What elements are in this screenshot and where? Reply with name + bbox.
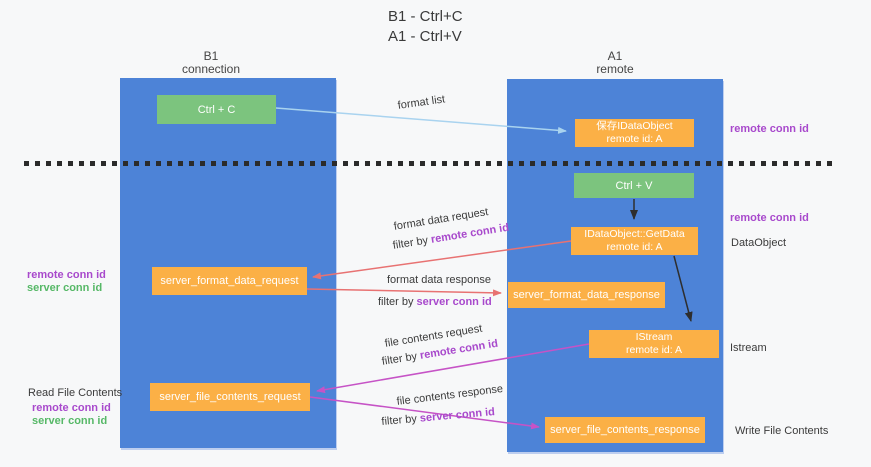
node-save-idataobject: 保存IDataObject remote id: A <box>575 119 694 147</box>
edge-label-file-contents-response: file contents response <box>396 382 504 408</box>
node-server-format-data-request: server_format_data_request <box>152 267 307 295</box>
node-server-file-contents-response: server_file_contents_response <box>545 417 705 443</box>
node-server-format-data-response: server_format_data_response <box>508 282 665 308</box>
side-label-remote-conn-id-top: remote conn id <box>730 123 809 135</box>
title-line-2: A1 - Ctrl+V <box>388 28 462 45</box>
node-getdata-line2: remote id: A <box>606 241 663 253</box>
remote-conn-id-label: remote conn id <box>32 402 111 414</box>
edge-label-format-list: format list <box>397 93 446 112</box>
side-label-conn-ids-format: remote conn id server conn id <box>27 269 106 295</box>
node-server-file-contents-response-label: server_file_contents_response <box>550 423 700 436</box>
node-server-file-contents-request: server_file_contents_request <box>150 383 310 411</box>
server-conn-id-text: server conn id <box>419 406 496 425</box>
title-line-1: B1 - Ctrl+C <box>388 8 463 25</box>
filter-by-text: filter by <box>381 350 418 368</box>
filter-by-text: filter by <box>381 412 418 428</box>
node-server-format-data-request-label: server_format_data_request <box>160 274 299 287</box>
server-conn-id-text: server conn id <box>416 296 492 308</box>
edge-label-filter-server-1: filter by server conn id <box>378 296 492 308</box>
side-label-dataobject: DataObject <box>731 237 787 249</box>
lane-a1-title: A1 <box>607 49 623 63</box>
node-istream-line2: remote id: A <box>625 344 683 356</box>
node-ctrl-v: Ctrl + V <box>574 173 694 198</box>
filter-by-text: filter by <box>392 234 429 252</box>
lane-header-a1: A1 remote <box>535 50 695 76</box>
side-label-istream: Istream <box>730 342 767 354</box>
side-label-remote-conn-id-mid: remote conn id <box>730 212 809 224</box>
node-ctrl-v-label: Ctrl + V <box>615 179 653 192</box>
node-server-file-contents-request-label: server_file_contents_request <box>159 390 301 403</box>
server-conn-id-label: server conn id <box>27 282 103 294</box>
diagram-title: B1 - Ctrl+C A1 - Ctrl+V <box>388 7 463 47</box>
edge-label-filter-server-2: filter by server conn id <box>381 406 495 428</box>
node-server-format-data-response-label: server_format_data_response <box>513 288 660 301</box>
server-conn-id-label: server conn id <box>32 415 108 427</box>
lane-header-b1: B1 connection <box>131 50 291 76</box>
edge-label-format-data-response: format data response <box>387 274 491 286</box>
node-istream-line1: IStream <box>635 331 673 343</box>
edge-format-data-response <box>306 288 502 297</box>
node-save-idataobject-line2: remote id: A <box>606 133 663 145</box>
node-istream: IStream remote id: A <box>589 330 719 358</box>
node-save-idataobject-line1: 保存IDataObject <box>596 120 673 132</box>
side-label-conn-ids-file: remote conn id server conn id <box>32 402 111 428</box>
side-label-write-file-contents: Write File Contents <box>735 425 829 437</box>
node-getdata-line1: IDataObject::GetData <box>584 228 685 240</box>
side-label-read-file-contents: Read File Contents <box>28 387 123 399</box>
remote-conn-id-label: remote conn id <box>27 269 106 281</box>
node-ctrl-c-label: Ctrl + C <box>197 103 236 116</box>
lane-a1-subtitle: remote <box>596 62 634 76</box>
filter-by-text: filter by <box>378 296 414 308</box>
node-ctrl-c: Ctrl + C <box>157 95 276 124</box>
lane-b1-title: B1 <box>203 49 219 63</box>
node-idataobject-getdata: IDataObject::GetData remote id: A <box>571 227 698 255</box>
lane-b1-subtitle: connection <box>181 62 241 76</box>
session-divider-dashed-line <box>24 161 834 166</box>
